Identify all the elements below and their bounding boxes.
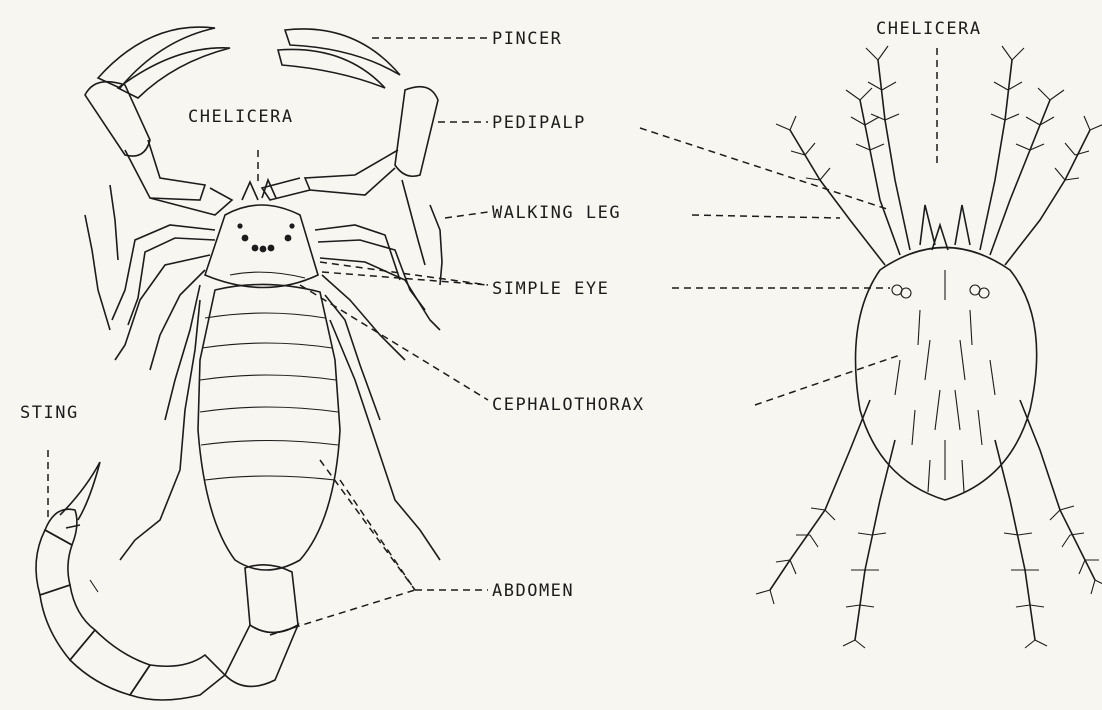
label-pincer: PINCER	[492, 29, 562, 49]
scorpion-drawing	[36, 27, 442, 700]
mite-body	[856, 248, 1037, 501]
mite-drawing	[756, 46, 1102, 648]
labels: PINCER CHELICERA PEDIPALP WALKING LEG SI…	[20, 19, 982, 601]
label-chelicera-mite: CHELICERA	[876, 19, 982, 39]
scorpion-cephalothorax	[205, 180, 318, 288]
scorpion-pincers	[98, 27, 400, 98]
mite-legs	[770, 60, 1095, 640]
label-walking-leg: WALKING LEG	[492, 203, 621, 223]
label-simple-eye: SIMPLE EYE	[492, 279, 609, 299]
label-pedipalp: PEDIPALP	[492, 113, 586, 133]
scorpion-walking-legs	[85, 180, 442, 560]
label-chelicera-scorpion: CHELICERA	[188, 107, 294, 127]
label-sting: STING	[20, 403, 79, 423]
mite-simple-eyes	[892, 285, 989, 298]
scorpion-abdomen	[198, 284, 340, 570]
label-cephalothorax: CEPHALOTHORAX	[492, 395, 645, 415]
mite-bristles	[895, 270, 995, 492]
label-abdomen: ABDOMEN	[492, 581, 574, 601]
mite-chelicerae	[920, 205, 970, 250]
scorpion-tail	[36, 462, 298, 700]
scorpion-pedipalps	[85, 82, 438, 215]
